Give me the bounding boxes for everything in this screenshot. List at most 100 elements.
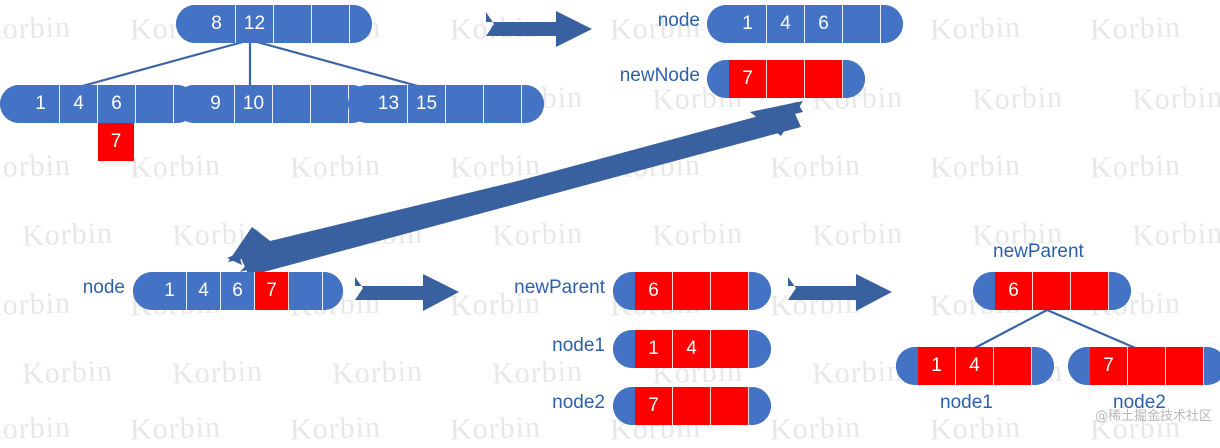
arrow-stage4-to-stage5: [788, 274, 892, 311]
node-cell: [711, 330, 749, 368]
tree-connectors-stage1: [74, 38, 426, 90]
node-cell: [994, 347, 1032, 385]
stage5-newparent-label: newParent: [993, 241, 1084, 262]
node-cell: [1128, 347, 1166, 385]
node-cell: 15: [408, 85, 446, 123]
node-cell: 13: [370, 85, 408, 123]
node-cell: 12: [236, 5, 274, 43]
stage4-node1-label: node1: [552, 335, 605, 356]
node-cell: 1: [635, 330, 673, 368]
node-cell: 6: [635, 272, 673, 310]
node-cell: 6: [995, 272, 1033, 310]
node-cap-right: [749, 272, 771, 310]
node-cell: 8: [198, 5, 236, 43]
stage4-newparent: 6: [613, 272, 771, 310]
connector-and-arrow-layer: [74, 11, 1141, 352]
node-cell: 7: [729, 60, 767, 98]
node-cap-right: [1109, 272, 1131, 310]
node-cap-left: [175, 85, 197, 123]
node-cell: [311, 85, 349, 123]
credit-watermark: @稀土掘金技术社区: [1094, 409, 1212, 424]
node-cell: 1: [22, 85, 60, 123]
node-cap-right: [1204, 347, 1220, 385]
node-cap-left: [133, 272, 153, 310]
node-cap-left: [613, 330, 635, 368]
node-cap-left: [1068, 347, 1090, 385]
node-cell: [1166, 347, 1204, 385]
node-cell: 1: [918, 347, 956, 385]
node-cell: 4: [673, 330, 711, 368]
node-cap-right: [350, 5, 372, 43]
node-cell: 1: [153, 272, 187, 310]
node-cell: 7: [1090, 347, 1128, 385]
node-cell: [711, 272, 749, 310]
node-cap-left: [896, 347, 918, 385]
node-cap-left: [348, 85, 370, 123]
node-cap-left: [613, 272, 635, 310]
node-cell: [843, 5, 881, 43]
node-cell: [673, 272, 711, 310]
node-cell: 6: [221, 272, 255, 310]
node-cell: [273, 85, 311, 123]
node-cell: 10: [235, 85, 273, 123]
node-cell: 4: [767, 5, 805, 43]
stage4-node2: 7: [613, 387, 771, 425]
stage5-node2-label: node2: [1113, 392, 1166, 413]
stage5-node2: 7: [1068, 347, 1220, 385]
node-cap-left: [176, 5, 198, 43]
node-cap-right: [881, 5, 903, 43]
node-cap-left: [973, 272, 995, 310]
node-cell: [673, 387, 711, 425]
stage4-node2-label: node2: [552, 392, 605, 413]
node-cell: 4: [956, 347, 994, 385]
node-cell: [711, 387, 749, 425]
stage5-node1-label: node1: [940, 392, 993, 413]
tree-connectors-stage5: [970, 308, 1141, 352]
node-cell: [136, 85, 174, 123]
node-cell: [446, 85, 484, 123]
node-cell: 6: [805, 5, 843, 43]
stage2-newnode-label: newNode: [619, 65, 700, 86]
node-cell: [767, 60, 805, 98]
node-cap-right: [843, 60, 865, 98]
node-cap-right: [749, 387, 771, 425]
node-cell: [274, 5, 312, 43]
node-cap-left: [707, 5, 729, 43]
stage2-node-label: node: [657, 10, 700, 31]
stage1-inserted-key-7: 7: [98, 123, 134, 161]
node-cell: 6: [98, 85, 136, 123]
node-cell: [1071, 272, 1109, 310]
node-cap-right: [522, 85, 544, 123]
node-cell: [1033, 272, 1071, 310]
stage5-newparent: 6: [973, 272, 1131, 310]
node-cap-right: [323, 272, 343, 310]
arrow-stage3-to-stage4: [355, 274, 459, 311]
arrow-diag-body: [228, 101, 803, 276]
node-cap-left: [0, 85, 22, 123]
stage4-newparent-label: newParent: [514, 277, 605, 298]
node-cap-left: [707, 60, 729, 98]
node-cell: [484, 85, 522, 123]
node-cell: 4: [60, 85, 98, 123]
node-cell: 9: [197, 85, 235, 123]
node-cell: [289, 272, 323, 310]
node-cell: [805, 60, 843, 98]
stage2-newnode: 7: [707, 60, 865, 98]
node-cell: [312, 5, 350, 43]
node-cell: 7: [255, 272, 289, 310]
node-cell: 4: [187, 272, 221, 310]
arrow-stage1-to-stage2: [486, 11, 592, 47]
node-cap-left: [613, 387, 635, 425]
node-cell: 7: [635, 387, 673, 425]
stage3-node-label: node: [82, 277, 125, 298]
node-cap-right: [749, 330, 771, 368]
